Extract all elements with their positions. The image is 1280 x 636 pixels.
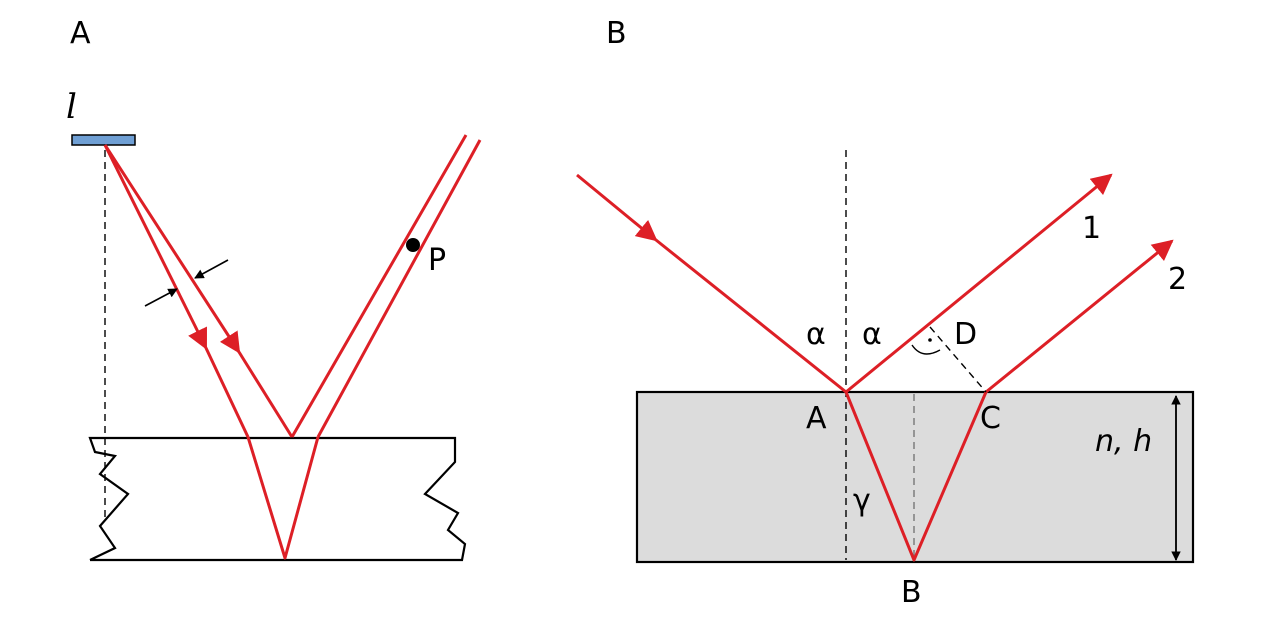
- point-p-dot: [406, 238, 420, 252]
- reflected-ray-2: [985, 239, 1174, 394]
- panel-b: B α α γ A B C D 1 2 n, h: [576, 16, 1195, 610]
- incident-ray: [576, 173, 658, 242]
- panel-a: A l P: [66, 16, 482, 562]
- refracted-path: [844, 391, 988, 562]
- reflected-ray-2: [316, 139, 482, 438]
- plate: [635, 390, 1195, 564]
- plate-properties-label: n, h: [1095, 424, 1152, 459]
- film-slab: [88, 436, 467, 562]
- point-c-label: C: [980, 401, 1001, 436]
- ray-1-label: 1: [1082, 211, 1101, 246]
- beam-width-arrow-right: [194, 259, 229, 279]
- perpendicular-dc: [929, 326, 987, 393]
- incident-ray-cont: [655, 238, 847, 394]
- angle-gamma: γ: [853, 483, 871, 518]
- angle-alpha-reflected: α: [862, 317, 882, 352]
- ray-2-label: 2: [1168, 262, 1187, 297]
- point-b-label: B: [901, 575, 922, 610]
- refracted-path: [246, 436, 320, 560]
- panel-a-label: A: [70, 16, 91, 51]
- source-label: l: [66, 87, 77, 127]
- right-angle-dot: [928, 338, 932, 342]
- light-source: [71, 134, 136, 146]
- incident-ray-outer-cont: [204, 347, 250, 438]
- panel-b-label: B: [606, 16, 627, 51]
- incident-ray-inner: [103, 144, 241, 354]
- reflected-ray-1: [845, 173, 1113, 394]
- point-a-label: A: [806, 401, 827, 436]
- beam-width-arrow-left: [144, 288, 178, 307]
- point-p-label: P: [428, 243, 446, 278]
- angle-alpha-incident: α: [806, 317, 826, 352]
- incident-ray-outer: [103, 144, 208, 350]
- right-angle-mark: [911, 344, 941, 355]
- point-d-label: D: [954, 317, 977, 352]
- incident-ray-inner-cont: [237, 351, 294, 438]
- reflected-ray-1: [290, 134, 468, 438]
